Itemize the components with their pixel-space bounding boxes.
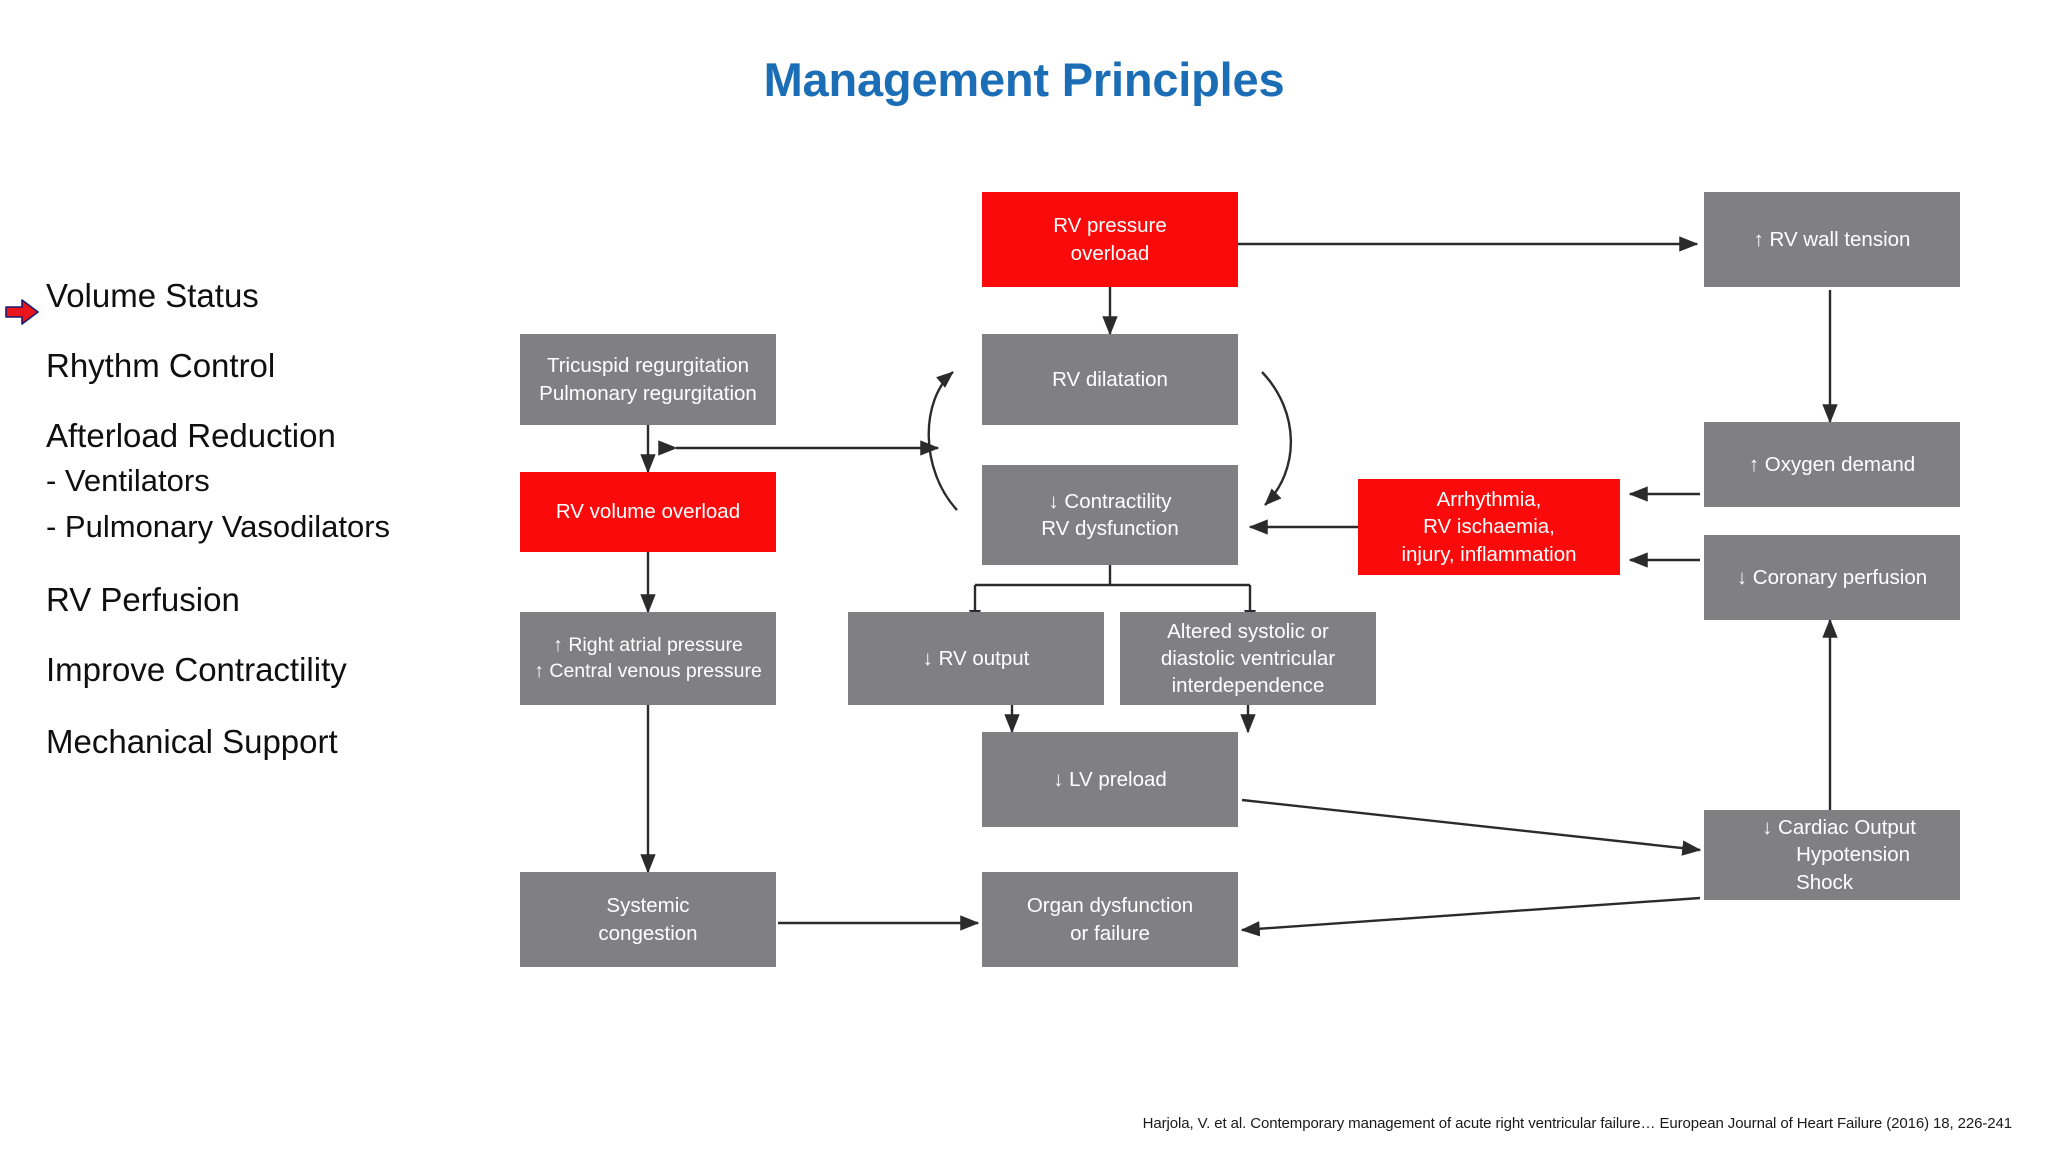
node-line: ↓ LV preload — [1053, 767, 1167, 791]
node-line: ↑ Oxygen demand — [1748, 452, 1916, 476]
node-systemic-congestion[interactable]: Systemic congestion — [520, 872, 776, 967]
agenda-item-rhythm-control: Rhythm Control — [46, 347, 276, 384]
node-line: congestion — [598, 921, 698, 945]
node-organ-dysfunction-or-failure[interactable]: Organ dysfunction or failure — [982, 872, 1238, 967]
node-line: ↓ Contractility — [1048, 489, 1172, 513]
node-coronary-perfusion[interactable]: ↓ Coronary perfusion — [1704, 535, 1960, 620]
node-ventricular-interdependence[interactable]: Altered systolic or diastolic ventricular… — [1120, 612, 1376, 705]
node-line: interdependence — [1171, 674, 1325, 698]
source-citation: Harjola, V. et al. Contemporary manageme… — [1142, 1115, 2012, 1132]
node-line: Pulmonary regurgitation — [539, 381, 757, 405]
node-line: or failure — [1070, 921, 1150, 945]
node-rv-volume-overload[interactable]: RV volume overload — [520, 472, 776, 552]
node-rv-wall-tension[interactable]: ↑ RV wall tension — [1704, 192, 1960, 287]
node-line: ↓ Cardiac Output — [1762, 816, 1916, 840]
agenda-item-rv-perfusion: RV Perfusion — [46, 581, 240, 618]
node-line: Shock — [1796, 870, 1854, 894]
node-line: ↑ Central venous pressure — [534, 659, 762, 682]
node-rv-pressure-overload[interactable]: RV pressure overload — [982, 192, 1238, 287]
node-line: RV volume overload — [555, 500, 741, 524]
agenda-item-improve-contractility: Improve Contractility — [46, 651, 347, 688]
node-line: RV pressure — [1053, 214, 1167, 238]
red-right-arrow-icon — [5, 299, 39, 325]
node-line: Altered systolic or — [1167, 619, 1329, 643]
node-rv-dilatation[interactable]: RV dilatation — [982, 334, 1238, 425]
node-line: diastolic ventricular — [1160, 646, 1336, 670]
node-line: RV dilatation — [1052, 367, 1168, 391]
node-line: Organ dysfunction — [1026, 894, 1194, 918]
node-line: RV ischaemia, — [1423, 515, 1555, 539]
node-line: Hypotension — [1796, 843, 1911, 867]
node-line: ↓ Coronary perfusion — [1736, 565, 1928, 589]
node-line: overload — [1070, 241, 1150, 265]
node-arrhythmia-rv-ischaemia[interactable]: Arrhythmia, RV ischaemia, injury, inflamma… — [1358, 479, 1620, 575]
agenda-item-mechanical-support: Mechanical Support — [46, 723, 338, 760]
node-oxygen-demand[interactable]: ↑ Oxygen demand — [1704, 422, 1960, 507]
node-line: Arrhythmia, — [1436, 488, 1542, 512]
node-line: ↑ RV wall tension — [1753, 227, 1911, 251]
node-line: injury, inflammation — [1401, 542, 1577, 566]
agenda-item-pulmonary-vasodilators: - Pulmonary Vasodilators — [46, 509, 391, 544]
node-right-atrial-central-venous-pressure[interactable]: ↑ Right atrial pressure ↑ Central venous … — [520, 612, 776, 705]
node-line: ↓ RV output — [922, 646, 1030, 670]
page-title: Management Principles — [763, 53, 1285, 106]
agenda-item-ventilators: - Ventilators — [46, 463, 210, 498]
agenda-item-volume-status: Volume Status — [46, 277, 259, 314]
node-lv-preload[interactable]: ↓ LV preload — [982, 732, 1238, 827]
rv-failure-pathophysiology-diagram: RV pressure overload ↑ RV wall tension Tr… — [520, 192, 1960, 967]
node-line: Systemic — [606, 894, 690, 918]
node-rv-output[interactable]: ↓ RV output — [848, 612, 1104, 705]
node-line: ↑ Right atrial pressure — [553, 633, 743, 656]
agenda-item-afterload-reduction: Afterload Reduction — [46, 417, 336, 454]
node-line: RV dysfunction — [1041, 517, 1179, 540]
node-line: Tricuspid regurgitation — [546, 354, 750, 378]
node-contractility-rv-dysfunction[interactable]: ↓ Contractility RV dysfunction — [982, 465, 1238, 565]
